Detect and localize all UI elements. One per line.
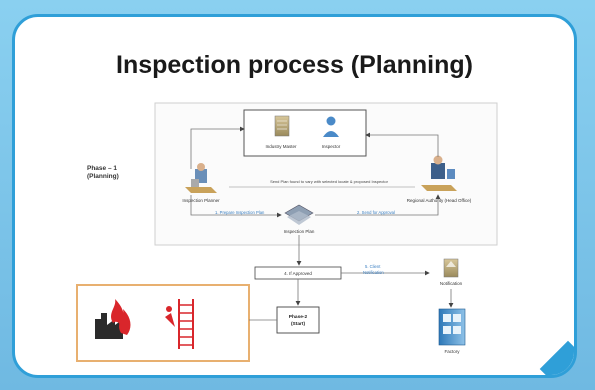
inspection-planner-icon — [185, 163, 217, 193]
phase2-label-2: (Start) — [291, 321, 306, 327]
phase1-label-line2: (Planning) — [87, 173, 119, 180]
factory-fire-icon — [95, 299, 131, 339]
send-approval-label: 2. Send for Approval — [357, 210, 395, 215]
inspection-plan-icon — [284, 204, 314, 225]
content-card: Inspection process (Planning) — [12, 14, 577, 378]
process-diagram: Industry Master Inspector Inspection Pla… — [76, 102, 498, 362]
inspector-label: Inspector — [322, 144, 341, 149]
if-approved-label: 4. If Approved — [284, 271, 312, 276]
resources-box — [243, 109, 367, 157]
mid-edge-label: Send Plan found to vary with selected lo… — [270, 179, 389, 184]
notification-icon — [443, 258, 459, 278]
inspection-planner-label: Inspection Planner — [182, 198, 220, 203]
phase2-label-1: Phase-2 — [289, 314, 308, 320]
inspection-plan-label: Inspection Plan — [284, 229, 315, 234]
phase1-label: Phase – 1 (Planning) — [87, 165, 119, 181]
factory-label: Factory — [444, 349, 460, 354]
regional-authority-label: Regional Authority (Head Office) — [407, 198, 472, 203]
industry-master-icon — [274, 115, 290, 137]
phase1-label-line1: Phase – 1 — [87, 165, 117, 172]
client-notification-label-1: 5. Client — [365, 264, 381, 269]
edge-planner-to-plan — [190, 195, 282, 218]
edge-plan-to-regional — [315, 194, 441, 216]
slide-title: Inspection process (Planning) — [116, 51, 473, 79]
edge-regional-to-resources — [365, 132, 439, 157]
industry-master-label: Industry Master — [265, 144, 297, 149]
edge-planner-to-resources — [190, 126, 245, 169]
phase2-box — [276, 306, 320, 334]
prepare-plan-label: 1. Prepare Inspection Plan — [215, 210, 265, 215]
inspector-icon — [323, 116, 339, 137]
notification-label: Notification — [440, 281, 463, 286]
ladder-icon — [165, 299, 194, 349]
factory-server-icon — [438, 308, 466, 346]
client-notification-label-2: Notification — [363, 270, 384, 275]
regional-authority-icon — [421, 155, 457, 191]
